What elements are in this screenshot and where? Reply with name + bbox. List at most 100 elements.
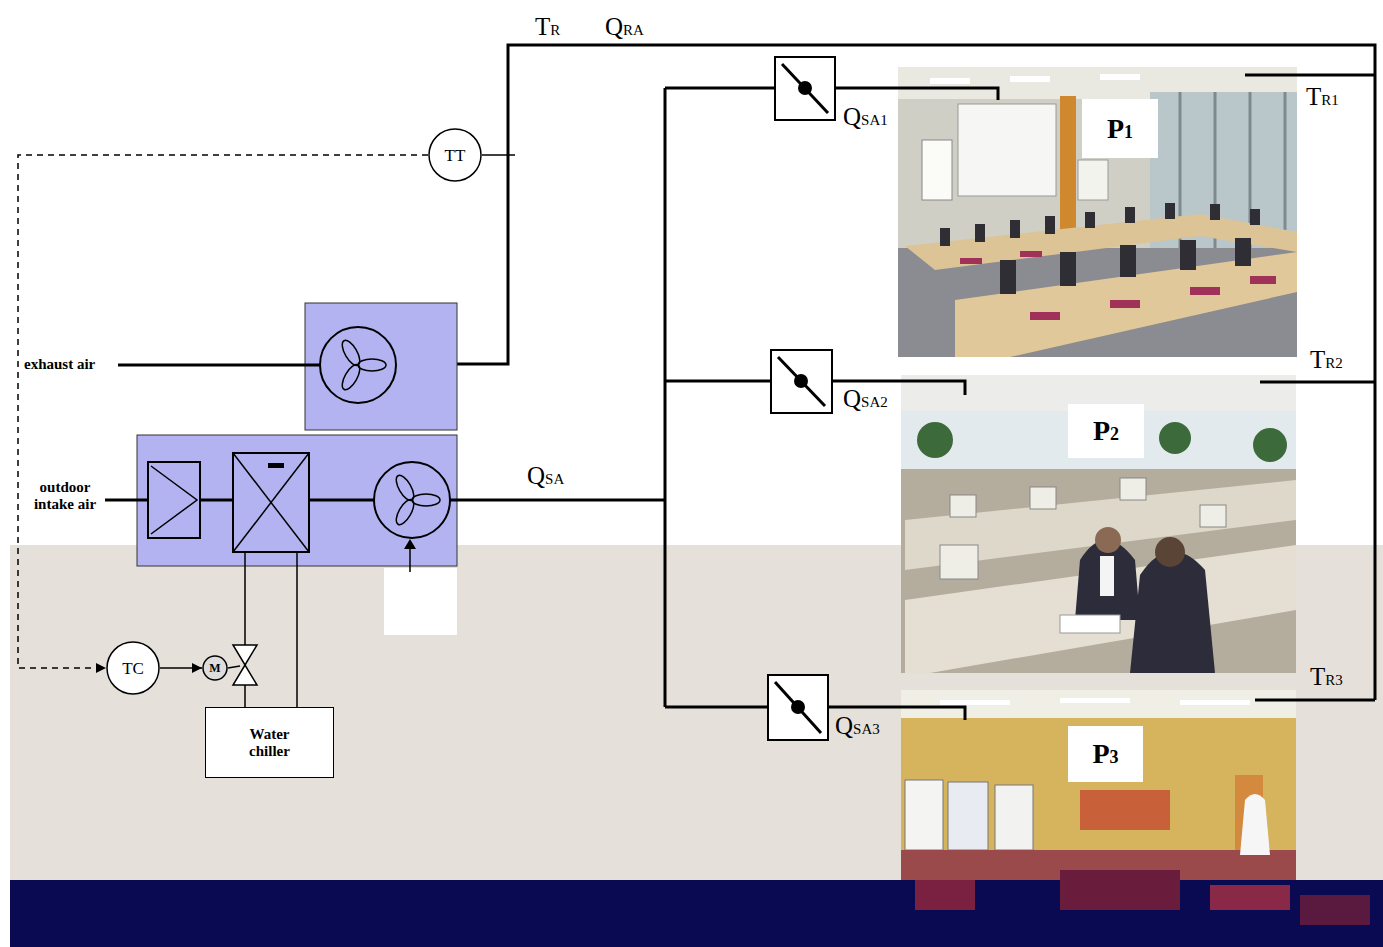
image-glitch <box>915 870 1370 925</box>
air-handling-unit-part <box>393 497 417 527</box>
air-handling-unit-part <box>233 453 309 552</box>
conference-room-photo-part <box>940 203 1260 294</box>
cafeteria-photo-part <box>905 780 943 850</box>
room-label: P2 <box>1068 404 1144 458</box>
conference-room-photo-part <box>1250 209 1260 225</box>
damper-symbol-part <box>775 57 835 120</box>
chilled-water-piping-part <box>233 665 257 685</box>
conference-room-photo-part <box>1125 207 1135 223</box>
office-photo-part <box>940 545 978 579</box>
damper-symbol-part <box>778 357 825 406</box>
conference-room-photo-part <box>1030 312 1060 320</box>
room-label: P1 <box>1082 99 1158 158</box>
supply-duct-part <box>450 499 665 502</box>
office-photo-part <box>1130 551 1215 673</box>
signal-label: QSA1 <box>843 104 888 129</box>
air-handling-unit-part <box>233 453 309 552</box>
damper-symbol-part <box>775 682 821 733</box>
return-duct <box>395 45 1375 700</box>
conference-room-photo-part <box>1060 252 1076 286</box>
image-glitch-part <box>1060 870 1180 910</box>
air-label: outdoor intake air <box>26 479 104 512</box>
damper-symbol-part <box>768 675 828 740</box>
conference-room-photo-part <box>1180 240 1196 270</box>
return-duct-part <box>1255 699 1375 702</box>
exhaust-fan-unit-part <box>305 303 457 430</box>
air-label: exhaust air <box>24 356 95 373</box>
background-bands-part <box>10 545 1383 880</box>
conference-room-photo-part <box>1210 204 1220 220</box>
conference-room-photo-part <box>960 251 1276 320</box>
conference-room-photo-part <box>898 67 1297 357</box>
office-photo-part <box>1200 505 1226 527</box>
damper-symbol-part <box>798 81 812 95</box>
return-duct-part <box>482 154 515 156</box>
signal-label: TR3 <box>1310 664 1343 689</box>
air-handling-unit <box>105 435 457 635</box>
office-photo-part <box>917 422 953 458</box>
damper-symbol-part <box>771 350 832 413</box>
office-photo-part <box>901 375 1296 673</box>
office-photo-part <box>1095 527 1121 553</box>
cafeteria-photo-part <box>1240 794 1270 855</box>
air-handling-unit-part <box>233 453 309 552</box>
chilled-water-piping <box>228 552 297 707</box>
control-line <box>160 667 202 669</box>
temperature-controller: TC <box>106 641 160 695</box>
conference-room-photo-part <box>1120 245 1136 277</box>
signal-label: QSA2 <box>843 386 888 411</box>
node-text: P1 <box>1107 115 1133 143</box>
supply-duct-part <box>665 706 768 709</box>
conference-room-photo-part <box>1000 260 1016 294</box>
circle-outline <box>203 656 227 680</box>
return-duct-part <box>395 45 1375 700</box>
conference-room-photo-part <box>1100 74 1140 80</box>
office-photo-part <box>901 469 1296 673</box>
cafeteria-photo-part <box>995 785 1033 850</box>
image-glitch-part <box>1300 895 1370 925</box>
conference-room-photo-part <box>1045 216 1055 234</box>
conference-room-photo-part <box>1010 220 1020 238</box>
circle-outline <box>429 129 481 181</box>
air-handling-unit-part <box>137 435 457 566</box>
conference-room-photo-part <box>1078 160 1108 200</box>
air-handling-unit-part <box>105 499 148 502</box>
room-label: P3 <box>1068 726 1143 782</box>
damper-symbol-part <box>782 64 828 113</box>
office-photo-part <box>1253 428 1287 462</box>
conference-room-photo-part <box>1190 287 1220 295</box>
signal-label: QSA <box>527 463 564 488</box>
exhaust-fan-unit <box>118 303 457 430</box>
air-handling-unit-part <box>393 473 417 503</box>
cafeteria-photo-part <box>940 700 1010 705</box>
cafeteria-photo-part <box>901 690 1296 880</box>
conference-room-photo-part <box>1085 212 1095 228</box>
conference-room-photo-part <box>1020 251 1042 257</box>
node-text: M <box>209 662 220 674</box>
air-handling-unit-part <box>384 568 457 635</box>
exhaust-fan-unit-part <box>339 362 363 392</box>
node-text: P2 <box>1093 417 1119 445</box>
cafeteria-photo-part <box>901 690 1296 718</box>
signal-label: QSA3 <box>835 713 880 738</box>
damper-symbol <box>768 57 835 740</box>
damper-symbol-part <box>791 700 805 714</box>
chilled-water-piping-part <box>228 666 240 668</box>
damper-symbol-part <box>794 374 808 388</box>
office-photo-part <box>901 411 1296 469</box>
cafeteria-photo-part <box>948 782 988 850</box>
valve-motor: M <box>202 655 228 681</box>
conference-room-photo-part <box>1110 300 1140 308</box>
exhaust-fan-unit-part <box>358 359 386 371</box>
background-bands <box>10 545 1383 947</box>
signal-label: TR2 <box>1310 347 1343 372</box>
conference-room-photo-part <box>905 214 1297 270</box>
office-photo-part <box>1120 478 1146 500</box>
chilled-water-piping-part <box>244 552 246 645</box>
image-glitch-part <box>915 880 975 910</box>
air-handling-unit-part <box>374 462 450 538</box>
node-text: TT <box>445 147 466 164</box>
office-photo-part <box>1155 537 1185 567</box>
